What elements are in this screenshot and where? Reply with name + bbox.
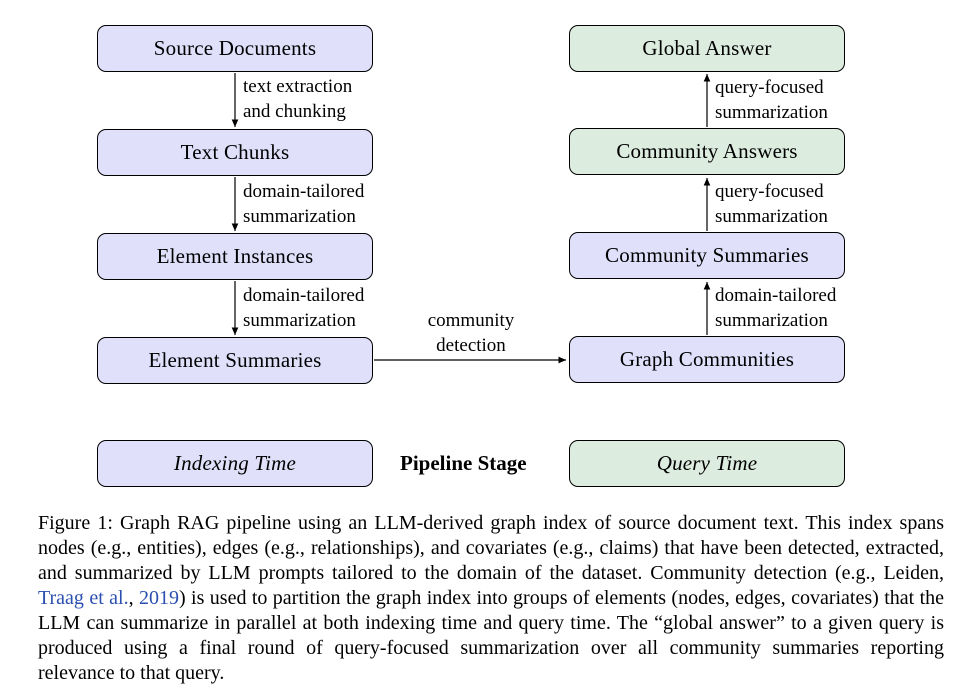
edge-label-line: summarization	[715, 102, 828, 123]
edge-label-line: domain-tailored	[243, 285, 365, 306]
edge-label-line: summarization	[715, 310, 828, 331]
edge-label-query-focused-1: query-focused summarization	[715, 75, 828, 125]
edge-label-line: detection	[436, 335, 506, 356]
edge-label-domain-tailored-1: domain-tailored summarization	[243, 179, 364, 229]
citation-author-link[interactable]: Traag et al.	[38, 587, 129, 609]
edge-label-text-extraction: text extraction and chunking	[243, 74, 352, 124]
edge-label-community-detection: community detection	[412, 308, 530, 358]
node-graph-communities: Graph Communities	[569, 336, 845, 383]
citation-separator: ,	[128, 587, 139, 609]
node-community-summaries: Community Summaries	[569, 232, 845, 279]
legend-pipeline-stage: Pipeline Stage	[400, 451, 527, 475]
edge-label-line: domain-tailored	[243, 181, 365, 202]
caption-text: Figure 1: Graph RAG pipeline using an LL…	[38, 512, 944, 584]
edge-label-line: summarization	[715, 206, 828, 227]
node-global-answer: Global Answer	[569, 25, 845, 72]
edge-label-line: query-focused	[715, 181, 824, 202]
edge-label-domain-tailored-2: domain-tailored summarization	[243, 283, 364, 333]
caption-text-continued: ) is used to partition the graph index i…	[38, 587, 945, 684]
edge-label-line: community	[427, 310, 515, 331]
node-text-chunks: Text Chunks	[97, 129, 373, 176]
edge-label-line: query-focused	[715, 77, 824, 98]
node-source-documents: Source Documents	[97, 25, 373, 72]
figure-caption: Figure 1: Graph RAG pipeline using an LL…	[38, 511, 944, 686]
edge-label-line: domain-tailored	[715, 285, 837, 306]
edge-label-line: summarization	[243, 310, 356, 331]
node-element-summaries: Element Summaries	[97, 337, 373, 384]
edge-label-line: text extraction	[243, 76, 353, 97]
edge-label-query-focused-2: query-focused summarization	[715, 179, 828, 229]
edge-label-line: summarization	[243, 206, 356, 227]
citation-year-link[interactable]: 2019	[139, 587, 179, 609]
edge-label-domain-tailored-3: domain-tailored summarization	[715, 283, 836, 333]
legend-query-time: Query Time	[569, 440, 845, 487]
legend-indexing-time: Indexing Time	[97, 440, 373, 487]
node-element-instances: Element Instances	[97, 233, 373, 280]
node-community-answers: Community Answers	[569, 128, 845, 175]
edge-label-line: and chunking	[243, 101, 346, 122]
